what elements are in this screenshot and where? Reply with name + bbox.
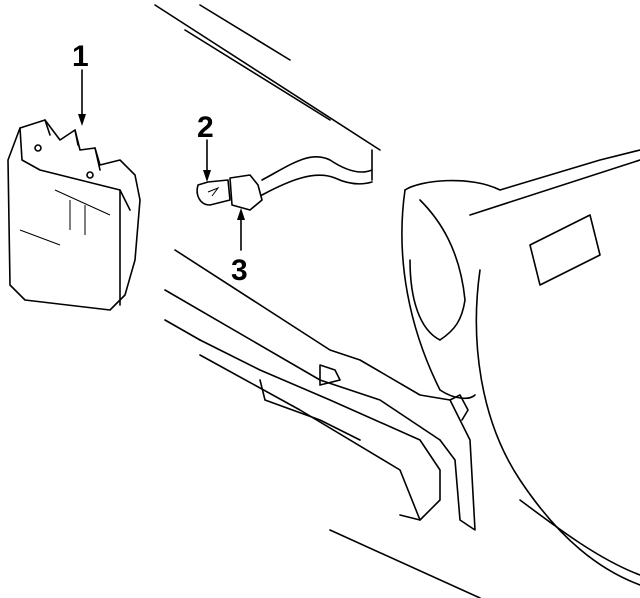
bulb-socket: [196, 155, 373, 211]
bulb: [196, 179, 231, 206]
bumper: [164, 249, 476, 531]
callout-1: 1: [72, 40, 89, 73]
callout-3: 3: [231, 254, 248, 287]
lamp-assembly: [7, 119, 141, 311]
socket: [229, 174, 263, 211]
callout-arrows: [78, 69, 245, 251]
fender: [329, 149, 640, 598]
hood-lines: [154, 4, 381, 181]
callout-2: 2: [197, 111, 214, 144]
